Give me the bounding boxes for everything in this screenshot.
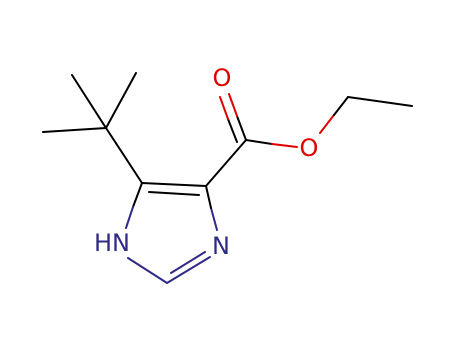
bond-c5-n1-blue [125, 206, 134, 229]
bond-c5-c4 [141, 182, 207, 187]
bond-carbonyl-o-red-2 [219, 96, 229, 120]
bond-tbu-methyl-2 [105, 72, 137, 129]
bond-ester-o-ch2-black [333, 96, 349, 116]
tert-butyl-group [42, 72, 143, 184]
bond-c5-c4-inner [148, 191, 200, 196]
bond-ester-o-ch2-red [319, 114, 335, 134]
bond-c5-n1-black [132, 182, 143, 208]
bond-c2-n3 [166, 256, 211, 284]
bond-n3-c4-black [205, 185, 212, 209]
atom-label-ring-nh: HN [94, 229, 130, 257]
bond-tbu-methyl-1 [71, 74, 107, 129]
bond-c2-n3-inner [170, 251, 206, 274]
bond-carbonyl-ester-o-red [271, 143, 298, 148]
imidazole-ring [125, 182, 218, 284]
bond-n1-c2 [127, 257, 168, 284]
atom-label-ester-oxygen: O [300, 134, 319, 162]
atom-label-ring-n: N [212, 232, 230, 260]
bond-carbonyl-o-black-2 [227, 118, 238, 143]
bond-ethyl [347, 96, 413, 107]
bond-carbonyl-o-red-1 [228, 93, 238, 117]
bond-carbonyl-ester-o-black [245, 139, 273, 145]
bond-tbu-methyl-3 [42, 127, 107, 133]
bond-carbonyl-o-black-1 [236, 115, 247, 141]
bond-tbu-ring [105, 127, 143, 184]
atom-label-carbonyl-oxygen: O [213, 64, 232, 92]
bond-n3-c4-blue [210, 207, 218, 231]
ester-group [205, 93, 413, 187]
bond-c4-carbonyl [205, 139, 247, 187]
